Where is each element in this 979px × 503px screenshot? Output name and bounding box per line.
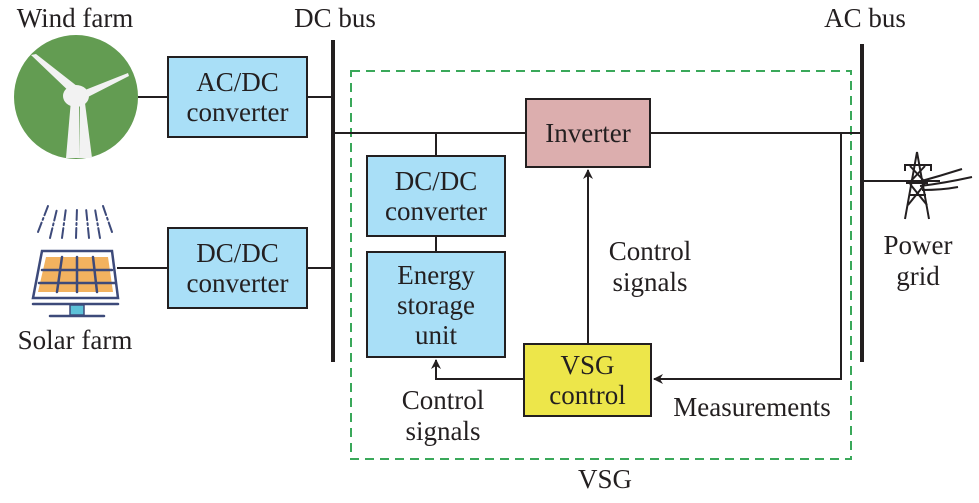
dcdc-solar-line-2: converter	[186, 268, 289, 298]
control-signals-storage-line-1: Control	[401, 385, 485, 415]
acdc-line-2: converter	[186, 97, 289, 127]
control-signals-inverter-label: Control signals	[585, 236, 715, 298]
vsg-control-line-1: VSG	[560, 350, 615, 380]
vsg-control-line-2: control	[549, 380, 626, 410]
dcdc-storage-line-2: converter	[385, 196, 487, 226]
solar-panel-icon	[31, 205, 120, 318]
power-grid-line-1: Power	[883, 230, 953, 260]
wind-turbine-icon	[14, 35, 138, 159]
transmission-tower-icon	[904, 151, 973, 220]
dc-bus-label: DC bus	[294, 3, 376, 33]
acdc-line-1: AC/DC	[196, 67, 279, 97]
solar-farm-label: Solar farm	[17, 325, 133, 355]
control-signals-inverter-line-1: Control	[608, 236, 692, 266]
measurements-label: Measurements	[673, 392, 831, 422]
inverter-block: Inverter	[525, 98, 651, 168]
control-signals-storage-label: Control signals	[378, 385, 508, 447]
wind-farm-label: Wind farm	[16, 3, 134, 33]
storage-line-1: Energy	[397, 259, 475, 290]
control-arrow-storage	[431, 359, 523, 380]
vsg-boundary	[350, 70, 852, 460]
storage-line-2: storage	[397, 289, 475, 320]
power-grid-line-2: grid	[896, 261, 940, 291]
vsg-boundary-label: VSG	[577, 464, 632, 494]
dcdc-solar-line-1: DC/DC	[196, 238, 279, 268]
measurement-arrow	[653, 133, 842, 384]
dcdc-storage-line-1: DC/DC	[394, 166, 478, 196]
power-grid-label: Power grid	[868, 230, 968, 292]
inverter-label: Inverter	[545, 118, 631, 148]
ac-bus-label: AC bus	[824, 3, 906, 33]
control-signals-inverter-line-2: signals	[612, 267, 688, 297]
control-signals-storage-line-2: signals	[405, 416, 481, 446]
storage-line-3: unit	[414, 319, 457, 350]
